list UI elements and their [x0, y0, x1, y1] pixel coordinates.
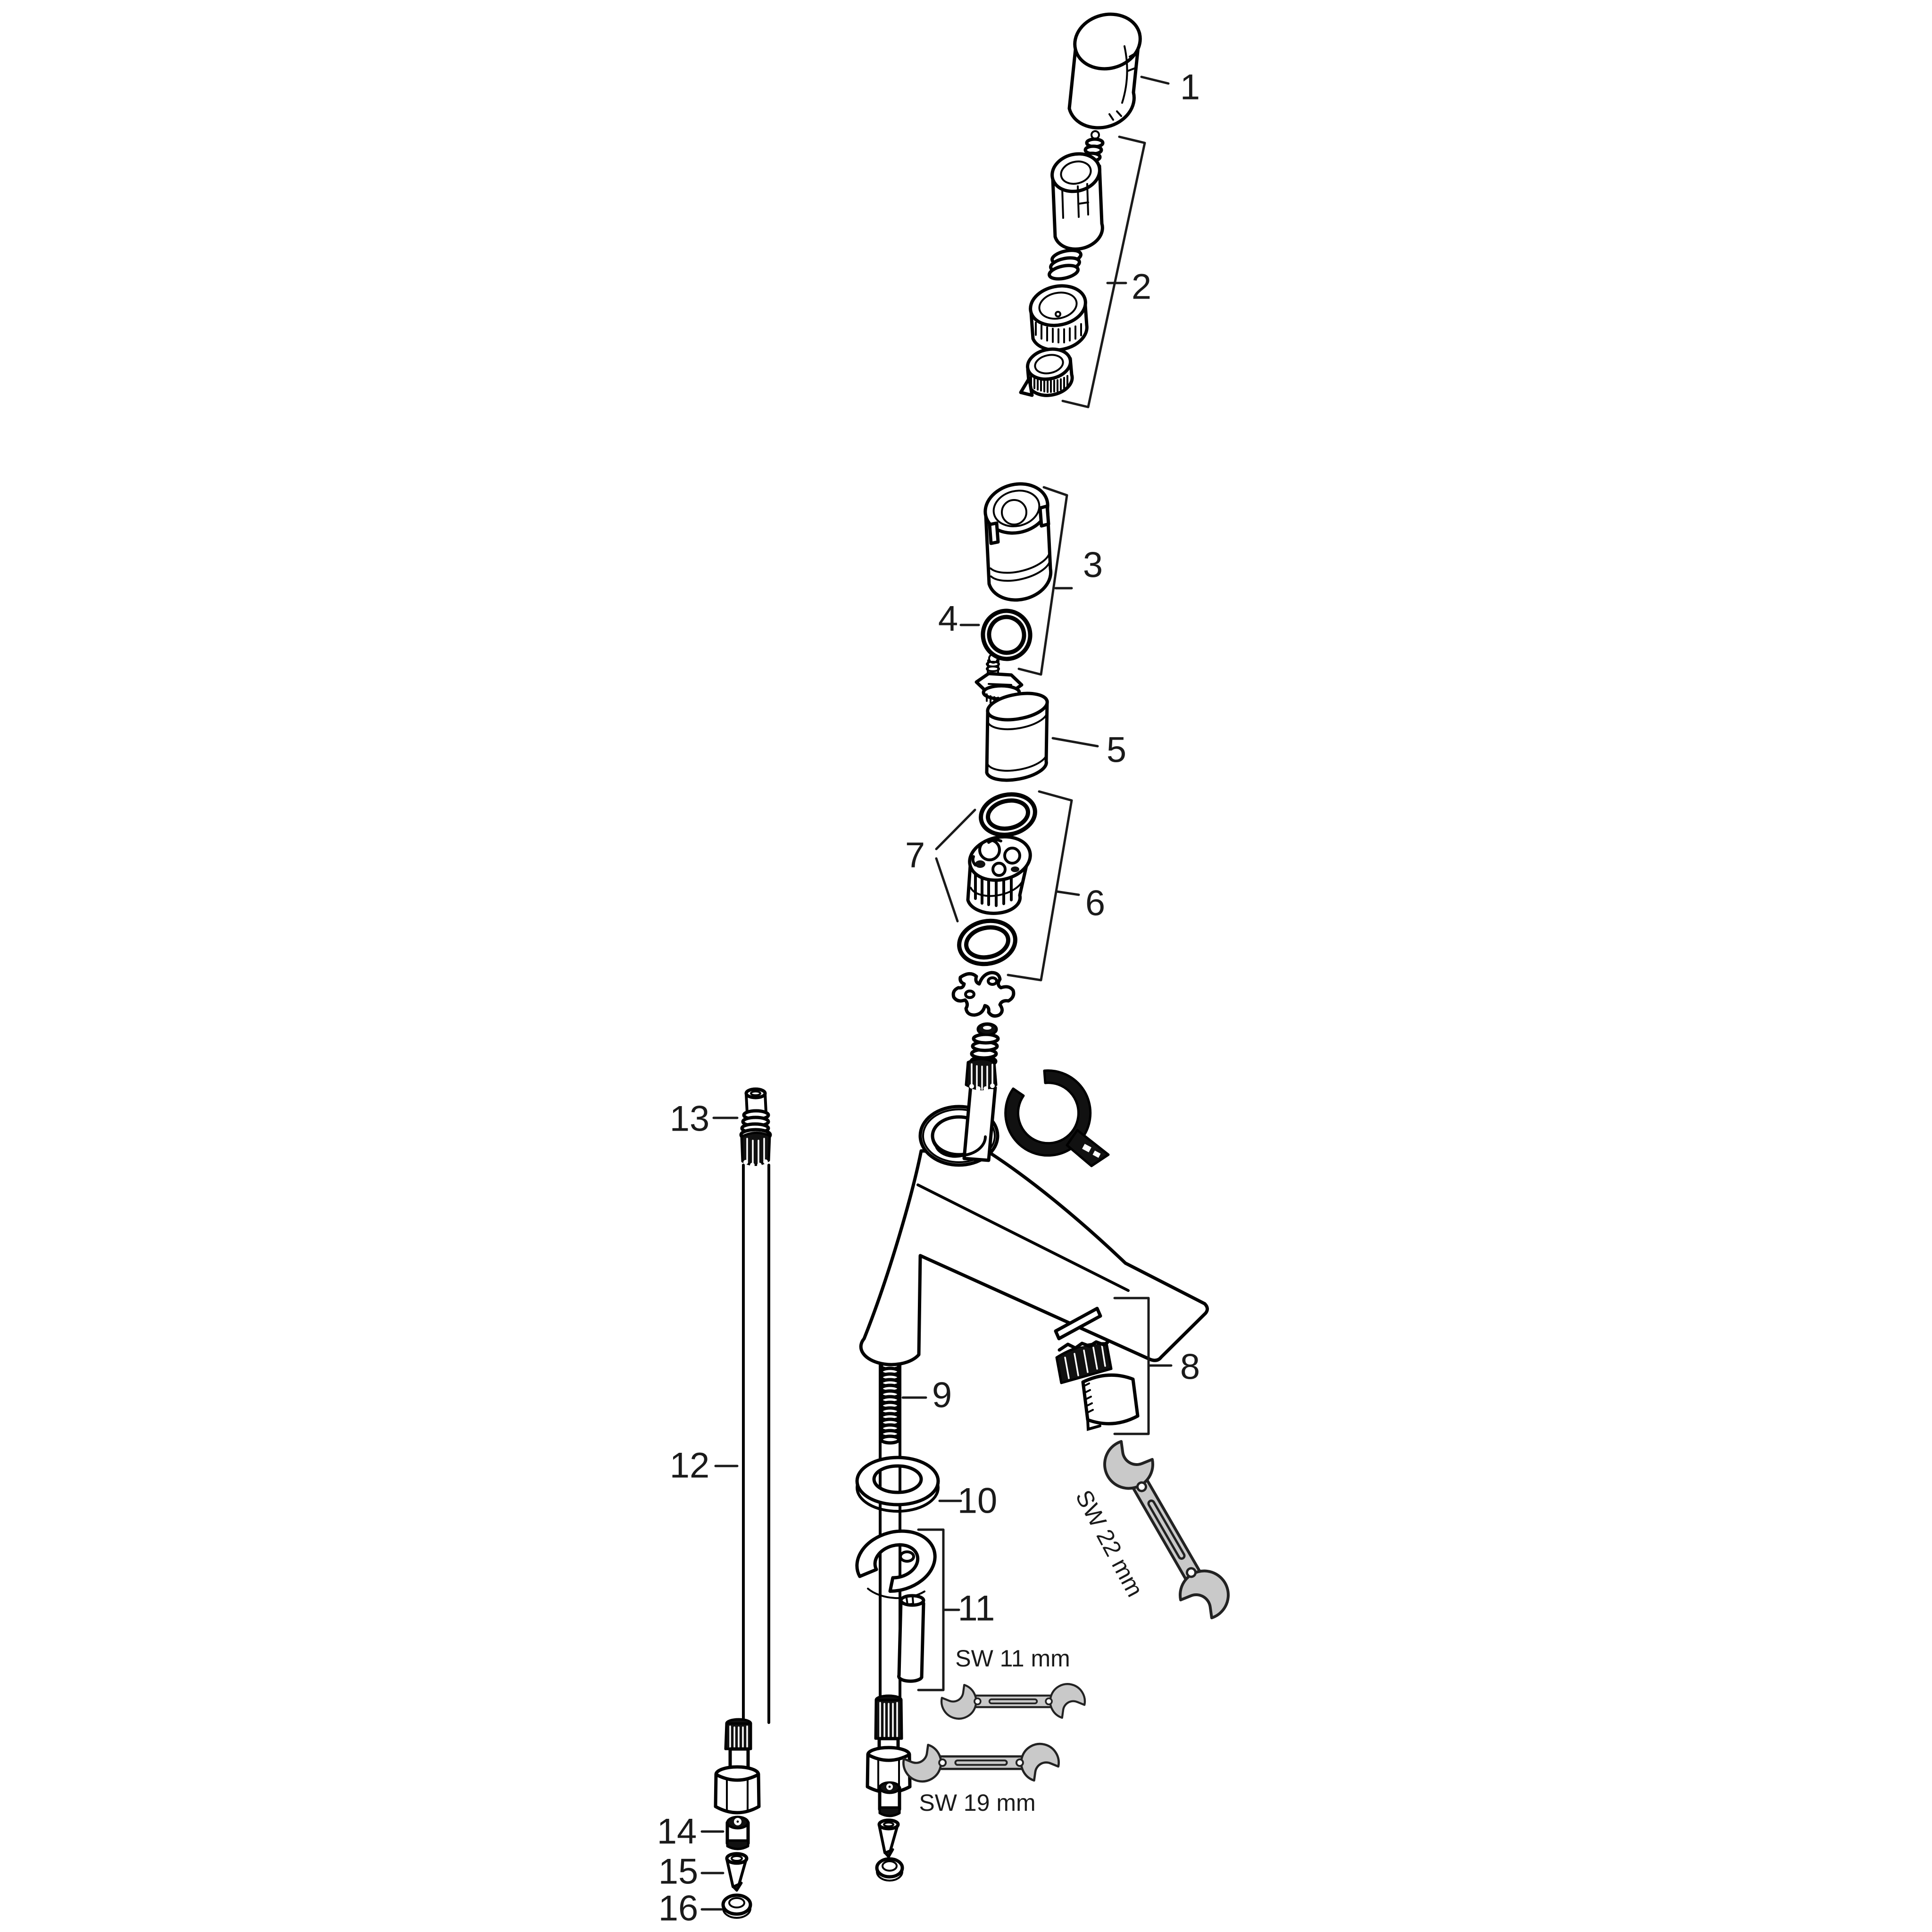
callout-8: 8 — [1180, 1347, 1200, 1387]
star-gasket — [951, 971, 1016, 1018]
hose-connector-13 — [739, 1087, 772, 1167]
washer-16 — [721, 1893, 752, 1919]
bracket-2 — [1061, 135, 1146, 408]
o-ring-7-top — [979, 792, 1037, 837]
callout-13: 13 — [670, 1099, 710, 1139]
aerator-set-8 — [1054, 1307, 1140, 1431]
hose-9-and-tailpiece — [866, 1357, 912, 1882]
handle-knob-1 — [1067, 12, 1142, 130]
callout-12: 12 — [670, 1446, 710, 1486]
callout-16: 16 — [658, 1889, 699, 1929]
cartridge-5 — [974, 653, 1049, 782]
supply-hose-left — [714, 1087, 772, 1919]
aerator-insert — [1055, 1340, 1113, 1384]
washer-center — [875, 1857, 904, 1882]
o-ring-4 — [981, 608, 1033, 661]
wrench-sw11 — [938, 1678, 1088, 1725]
wrench-label-sw22: SW 22 mm — [1070, 1486, 1149, 1601]
callout-11: 11 — [958, 1589, 995, 1629]
cartridge-spindle — [931, 1022, 1000, 1162]
bracket-11 — [917, 1528, 960, 1691]
callout-14: 14 — [657, 1812, 697, 1852]
bracket-6 — [1007, 790, 1080, 982]
leader-1 — [1140, 75, 1170, 85]
crown-ring-2 — [1029, 284, 1089, 352]
hose-tube-12 — [742, 1164, 770, 1724]
callout-7: 7 — [905, 835, 925, 875]
callout-2: 2 — [1132, 267, 1151, 307]
callout-9: 9 — [932, 1375, 952, 1416]
adapter-3 — [983, 482, 1053, 602]
leader-5 — [1051, 737, 1099, 748]
filter-center — [878, 1781, 901, 1817]
fixation-set-11 — [855, 1529, 937, 1683]
wrench-label-sw19: SW 19 mm — [919, 1790, 1035, 1816]
callout-labels: 1 2 3 4 5 6 7 8 9 10 11 12 13 14 15 16 — [657, 67, 1200, 1929]
base-washer-10 — [855, 1456, 940, 1513]
knurled-nut-2 — [1019, 347, 1074, 397]
faucet-body-crease — [916, 1183, 1130, 1292]
callout-4: 4 — [938, 599, 958, 639]
callout-15: 15 — [658, 1852, 699, 1892]
filter-14 — [725, 1815, 750, 1850]
callout-1: 1 — [1180, 67, 1200, 108]
leader-lines — [700, 75, 1173, 1911]
callout-3: 3 — [1083, 545, 1103, 585]
hose-9-corrugation — [879, 1361, 901, 1445]
callout-5: 5 — [1107, 730, 1126, 770]
o-ring-7-bottom — [957, 918, 1017, 966]
handle-sleeve-2 — [1050, 152, 1104, 251]
bracket-8 — [1113, 1297, 1173, 1435]
aerator-seal — [1054, 1307, 1102, 1341]
aerator-housing — [1081, 1373, 1140, 1431]
cone-seal-15 — [725, 1852, 749, 1892]
spring-ring-2 — [1048, 249, 1083, 281]
callout-10: 10 — [958, 1481, 998, 1521]
hose-end-fitting-center — [866, 1694, 912, 1794]
bracket-3 — [1017, 486, 1073, 676]
leader-7 — [935, 808, 976, 923]
clip-tool — [1004, 1069, 1110, 1167]
cone-seal-center — [877, 1818, 900, 1858]
hose-end-fitting-left — [714, 1718, 761, 1815]
fixation-sleeve — [897, 1594, 925, 1683]
wrench-sw19 — [899, 1737, 1062, 1789]
callout-6: 6 — [1085, 883, 1105, 924]
wrench-label-sw11: SW 11 mm — [955, 1645, 1070, 1672]
throttle-insert-6 — [966, 835, 1032, 915]
